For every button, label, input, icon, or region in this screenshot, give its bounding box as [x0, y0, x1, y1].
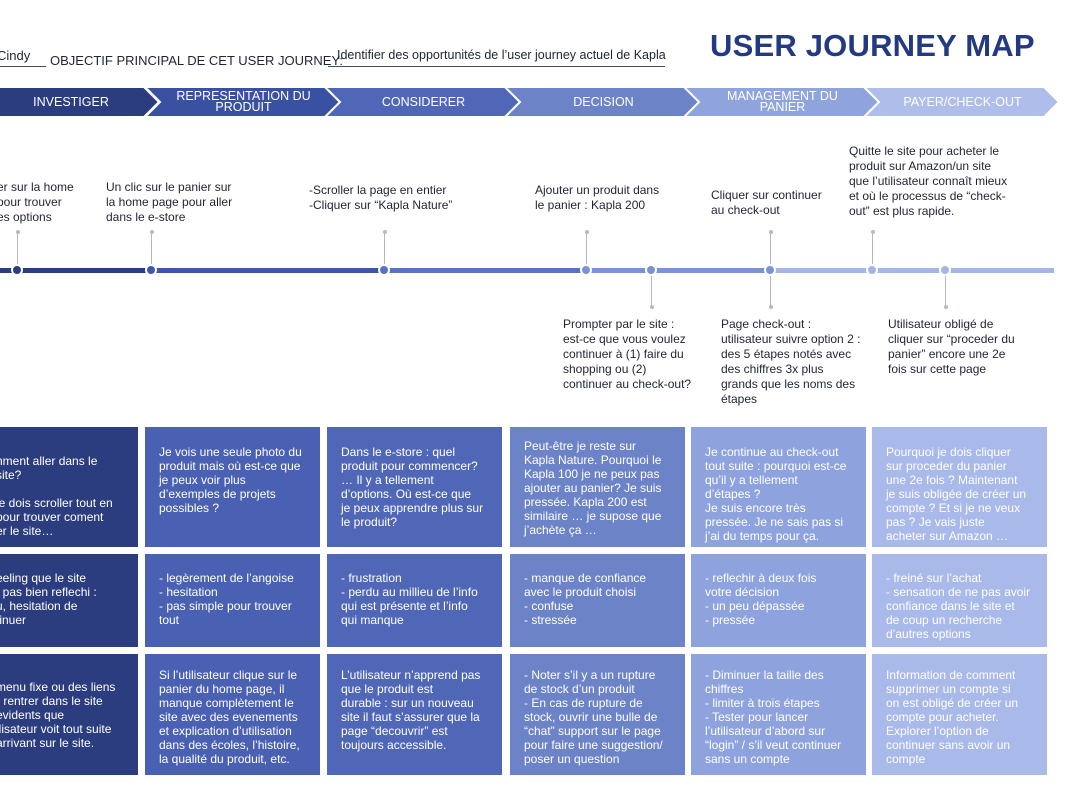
timeline-node [939, 264, 951, 276]
step-top-3: -Scroller la page en entier -Cliquer sur… [309, 183, 453, 212]
stage-chevron-6: PAYER/CHECK-OUT [861, 86, 1061, 118]
timeline-stem [651, 270, 652, 307]
card-row1-col1: nment aller dans le site? je dois scroll… [0, 427, 138, 547]
timeline-stem [151, 232, 152, 270]
timeline-stem [770, 270, 771, 307]
step-top-1: er sur la home pour trouver es options [0, 180, 74, 224]
timeline-node [580, 264, 592, 276]
card-row3-col6: Information de comment supprimer un comp… [872, 654, 1047, 775]
timeline-stem [586, 232, 587, 270]
timeline-segment [152, 268, 384, 273]
objective-underline [328, 66, 665, 67]
timeline-node [11, 264, 23, 276]
step-bottom-3: Utilisateur obligé de cliquer sur “proce… [888, 317, 1015, 376]
stage-label: DECISION [573, 94, 634, 109]
step-bottom-1: Prompter par le site : est-ce que vous v… [563, 317, 692, 391]
stem-dot [584, 230, 589, 234]
stage-label: CONSIDERER [381, 94, 466, 109]
card-row1-col5: Je continue au check-out tout suite : po… [691, 427, 866, 547]
stem-dot [649, 305, 654, 309]
stage-label: MANAGEMENT DU PANIER [727, 89, 838, 114]
stage-chevron-1: INVESTIGER [0, 86, 161, 118]
stem-dot [870, 230, 875, 234]
stem-dot [15, 230, 20, 234]
stage-chevron-5: MANAGEMENT DU PANIER [681, 86, 881, 118]
step-top-2: Un clic sur le panier sur la home page p… [106, 180, 233, 224]
stem-dot [943, 305, 948, 309]
stem-dot [768, 230, 773, 234]
stage-label: REPRESENTATION DU PRODUIT [176, 89, 311, 114]
stage-label: INVESTIGER [33, 94, 109, 109]
card-row3-col4: - Noter s’il y a un rupture de stock d’u… [510, 654, 685, 775]
timeline-segment [772, 268, 1054, 273]
card-row1-col6: Pourquoi je dois cliquer sur proceder du… [872, 427, 1047, 547]
stem-dot [768, 305, 773, 309]
timeline-node [645, 264, 657, 276]
card-row2-col2: - legèrement de l’angoise - hesitation -… [145, 554, 320, 647]
timeline-stem [770, 232, 771, 270]
card-row2-col1: eeling que le site t pas bien reflechi :… [0, 554, 138, 647]
stage-chevron-4: DECISION [502, 86, 702, 118]
timeline-stem [17, 232, 18, 270]
card-row3-col5: - Diminuer la taille des chiffres - limi… [691, 654, 866, 775]
card-row2-col5: - reflechir à deux fois votre décision -… [691, 554, 866, 647]
card-row1-col3: Dans le e-store : quel produit pour comm… [327, 427, 502, 547]
card-row1-col4: Peut-être je reste sur Kapla Nature. Pou… [510, 427, 685, 547]
author-underline [0, 66, 46, 67]
card-row3-col1: menu fixe ou des liens r rentrer dans le… [0, 654, 138, 775]
stem-dot [382, 230, 387, 234]
card-row3-col2: Si l’utilisateur clique sur le panier du… [145, 654, 320, 775]
timeline-node [764, 264, 776, 276]
card-row2-col6: - freiné sur l’achat - sensation de ne p… [872, 554, 1047, 647]
page-title: USER JOURNEY MAP [710, 28, 1035, 63]
timeline-segment [0, 268, 152, 273]
stem-dot [149, 230, 154, 234]
stage-label: PAYER/CHECK-OUT [903, 94, 1022, 109]
step-bottom-2: Page check-out : utilisateur suivre opti… [721, 317, 861, 406]
card-row2-col4: - manque de confiance avec le produit ch… [510, 554, 685, 647]
timeline-stem [945, 270, 946, 307]
timeline-segment [384, 268, 586, 273]
step-top-6: Quitte le site pour acheter le produit s… [849, 144, 1008, 218]
timeline-stem [872, 232, 873, 270]
card-row2-col3: - frustration - perdu au millieu de l’in… [327, 554, 502, 647]
timeline-node [145, 264, 157, 276]
objective-value: Identifier des opportunités de l’user jo… [337, 48, 666, 62]
objective-label: OBJECTIF PRINCIPAL DE CET USER JOURNEY: [50, 53, 344, 68]
author-name: Cindy [0, 48, 31, 63]
stage-chevron-2: REPRESENTATION DU PRODUIT [142, 86, 342, 118]
card-row1-col2: Je vois une seule photo du produit mais … [145, 427, 320, 547]
timeline-segment [586, 268, 772, 273]
step-top-5: Cliquer sur continuer au check-out [711, 188, 822, 217]
timeline-node [866, 264, 878, 276]
step-top-4: Ajouter un produit dans le panier : Kapl… [535, 183, 660, 212]
timeline-stem [384, 232, 385, 270]
card-row3-col3: L’utilisateur n’apprend pas que le produ… [327, 654, 502, 775]
timeline-node [378, 264, 390, 276]
stage-chevron-3: CONSIDERER [322, 86, 522, 118]
